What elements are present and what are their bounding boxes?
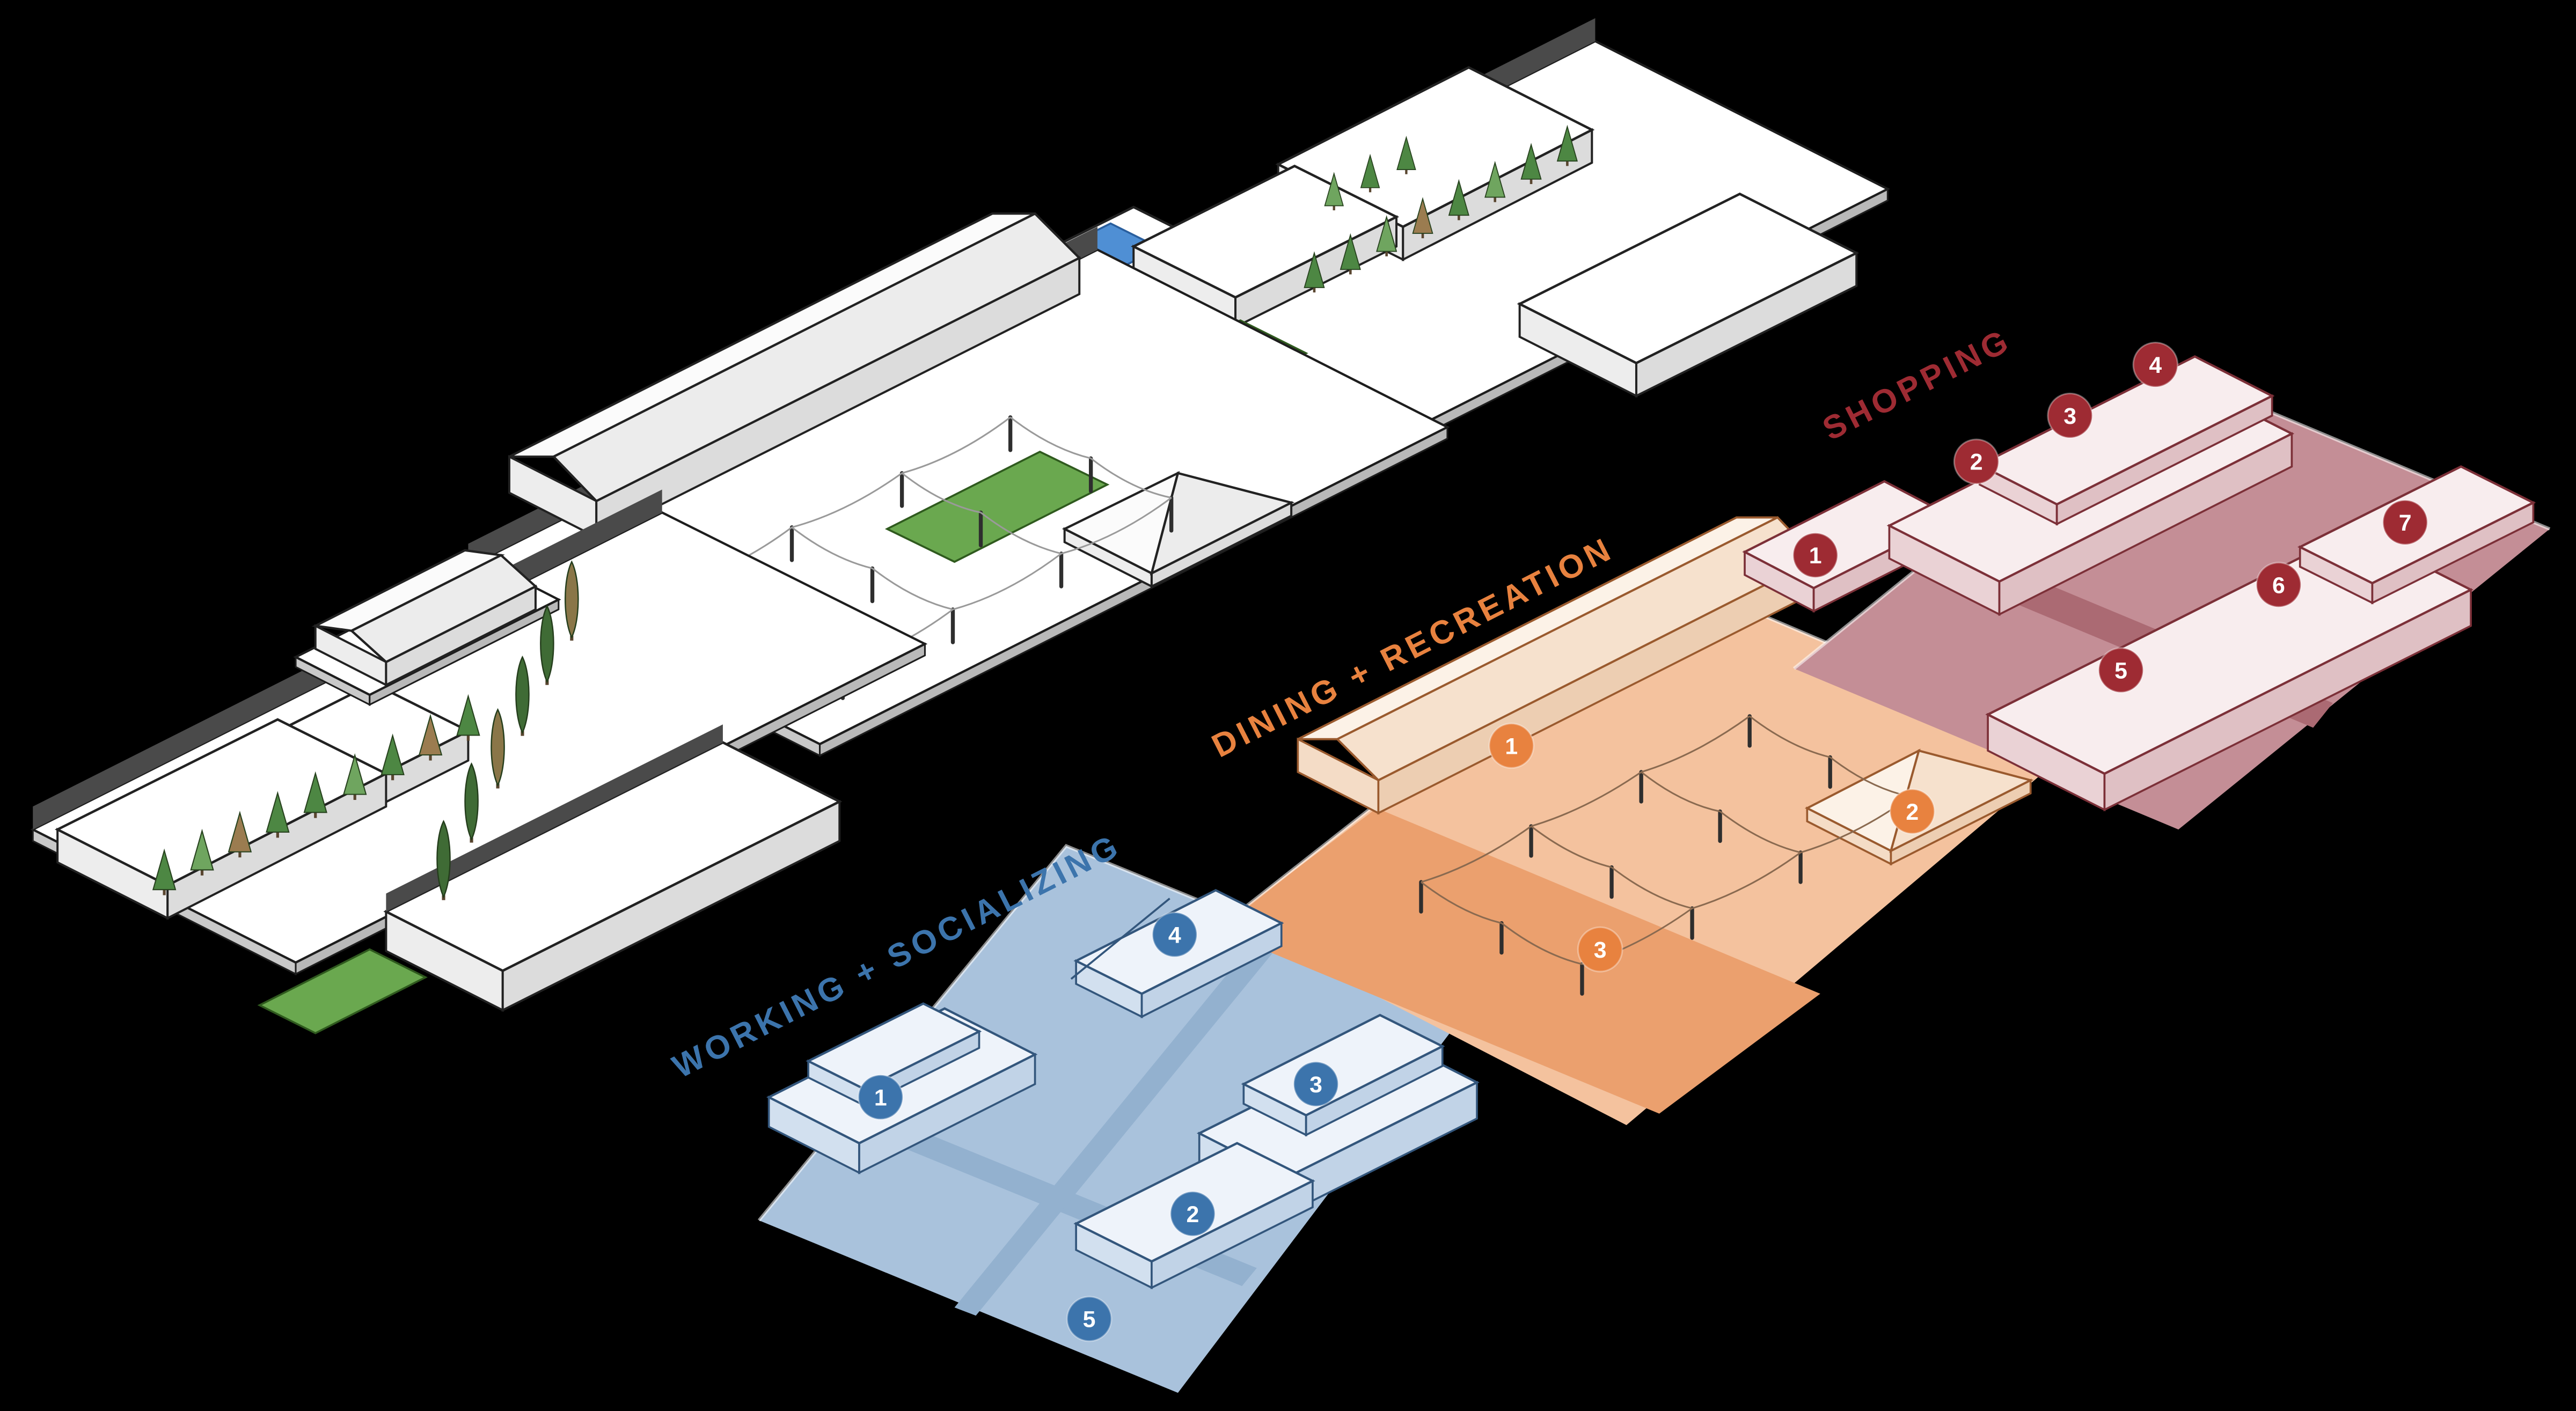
marquee-structure	[293, 549, 561, 706]
illustrative-site	[30, 18, 1891, 1034]
building-dining-hall	[1297, 516, 1819, 815]
zone-street-working-2	[954, 928, 1286, 1316]
marker-dot	[857, 1074, 904, 1120]
marker-working-5: 5	[1066, 1296, 1113, 1342]
marker-shopping-1: 1	[1792, 532, 1839, 578]
marker-dot	[1792, 532, 1839, 578]
marker-working-1: 1	[857, 1074, 904, 1120]
marker-number: 3	[1309, 1072, 1322, 1098]
marker-dot	[2047, 392, 2093, 439]
marker-number: 2	[1906, 799, 1919, 825]
canopy-line	[1070, 898, 1170, 980]
marker-number: 1	[1809, 543, 1822, 569]
light-wires	[1421, 715, 1912, 965]
marker-number: 5	[2114, 658, 2127, 684]
marker-dot	[1151, 912, 1198, 958]
marker-shopping-6: 6	[2256, 562, 2302, 608]
marker-number: 2	[1970, 450, 1983, 475]
marker-dot	[1488, 723, 1535, 769]
marker-number: 1	[1505, 733, 1518, 759]
building-west-b	[55, 718, 389, 920]
marker-dot	[1889, 788, 1936, 835]
light-posts	[1419, 714, 1913, 996]
marker-number: 3	[1594, 937, 1607, 963]
marker-dining-1: 1	[1488, 723, 1535, 769]
building-north-c	[1517, 192, 1860, 398]
marker-number: 1	[874, 1085, 887, 1111]
string-lights-dining	[1419, 714, 1913, 996]
marker-number: 6	[2272, 572, 2285, 598]
building-market-hall	[508, 212, 1081, 539]
zoned-site: WORKING + SOCIALIZING DINING + RECREATIO…	[667, 321, 2551, 1393]
marker-dot	[2382, 499, 2428, 546]
marker-dining-3: 3	[1577, 926, 1623, 973]
marker-number: 4	[2149, 352, 2162, 378]
lawn-central	[884, 450, 1110, 563]
marker-shopping-3: 3	[2047, 392, 2093, 439]
marker-shopping-2: 2	[1953, 438, 2000, 485]
marker-number: 3	[2063, 403, 2076, 429]
zone-label-shopping: SHOPPING	[1817, 321, 2017, 447]
marker-working-2: 2	[1169, 1190, 1216, 1237]
marker-shopping-7: 7	[2382, 499, 2428, 546]
building-working-1	[766, 1002, 1038, 1174]
zone-street-dining	[1216, 808, 1820, 1114]
marker-dot	[1066, 1296, 1113, 1342]
marker-number: 7	[2399, 510, 2412, 536]
building-shopping-north	[1886, 355, 2295, 616]
marker-dot	[1577, 926, 1623, 973]
marker-shopping-4: 4	[2132, 341, 2179, 388]
pavilion	[1062, 471, 1295, 589]
marker-number: 2	[1187, 1202, 1199, 1228]
marker-dot	[1169, 1190, 1216, 1237]
marker-dining-2: 2	[1889, 788, 1936, 835]
marker-number: 4	[1168, 922, 1181, 948]
marker-number: 5	[1083, 1307, 1096, 1333]
marker-dot	[2098, 647, 2144, 694]
building-west-long	[383, 724, 843, 1012]
marker-dot	[2132, 341, 2179, 388]
zone-overlay-shopping	[1794, 368, 2550, 830]
marker-dot	[1293, 1061, 1339, 1107]
marker-working-3: 3	[1293, 1061, 1339, 1107]
marker-working-4: 4	[1151, 912, 1198, 958]
marker-dot	[2256, 562, 2302, 608]
marker-dot	[1953, 438, 2000, 485]
lawn-west	[257, 948, 428, 1034]
marker-shopping-5: 5	[2098, 647, 2144, 694]
